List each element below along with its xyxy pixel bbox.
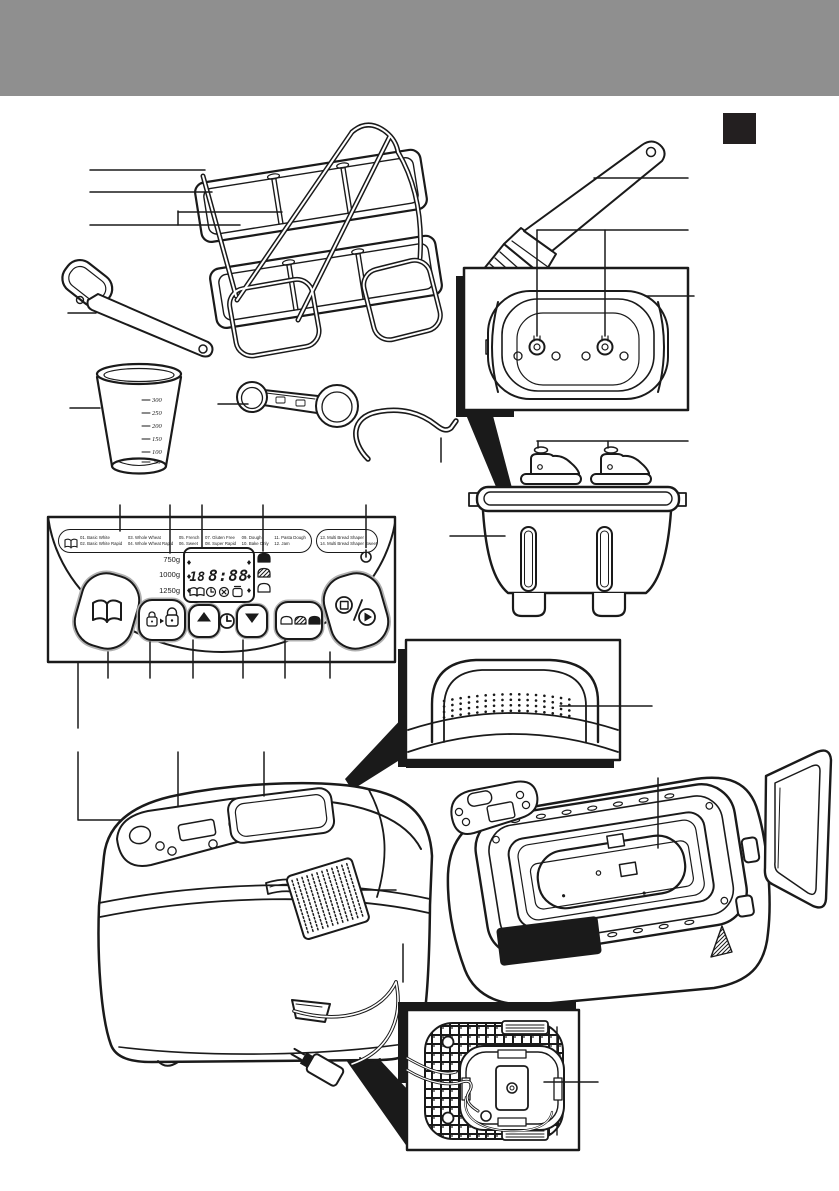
start-stop-button [321,570,391,652]
loaf-size-button [136,597,188,643]
kneading-shaft [528,335,546,356]
section-marker [723,113,756,144]
program-column: 09. Dough 10. Bake Only [241,535,269,546]
program-column: 01. Basic White 02. Basic White Rapid [80,535,123,546]
program-column: 07. Gluten Free 08. Super Rapid [205,535,237,546]
display-time-digits: 8:88 [208,566,249,585]
crust-color-indicator [257,552,271,593]
air-vent-grille [286,857,370,940]
program-list-pill-shaper: 13. Multi Bread Shaper 14. Multi Bread S… [316,529,378,553]
rack-stand-wire [200,122,443,359]
cup-scale-label: 300 [151,397,163,404]
timer-clock-icon [219,613,235,629]
crust-dark-icon [257,552,271,563]
weight-label: 1000g [159,570,180,580]
crust-medium-icon [257,567,271,578]
inset-lid-handle [345,638,653,790]
heating-chamber [474,783,748,957]
program-column: 11. Pasta Dough 12. Jam [274,535,306,546]
loaf-small-icon [146,611,158,627]
callout-wedge [464,410,512,494]
cup-scale [141,399,151,463]
hinge-lug [710,925,733,958]
loaf-weight-labels: 750g 1000g 1250g [138,552,180,598]
shaper-tray-lower [209,234,443,329]
display-book-icon [189,587,205,597]
open-lid [763,749,833,909]
display-keep-warm-icon [218,586,230,598]
power-cord [292,980,400,1066]
program-book-icon [92,599,122,623]
crust-color-button [273,599,325,642]
program-column: 05. French 06. Sweet [178,535,200,546]
cup-scale-label: 200 [152,423,163,430]
shaper-tray-upper [194,148,428,243]
breadmaker-open [446,749,833,1007]
cup-scale-label: 100 [152,449,163,456]
bread-pan [449,485,687,618]
machine-leader-lines [177,751,404,983]
blade-leader-lines [536,440,689,449]
callout-wedge [345,714,406,790]
start-icon [358,608,376,626]
display [183,547,255,603]
crust-light-icon [257,582,271,593]
page-header-band [0,0,839,96]
mini-control-panel-open [450,780,539,835]
drive-assembly [459,1045,565,1131]
control-panel [46,504,397,821]
bread-shaper-rack [89,122,443,359]
display-timer-icon [205,586,217,598]
timer-up-button [186,602,222,640]
timer-down-button [234,602,270,640]
display-program-digits: 18 [189,570,206,585]
cup-scale-label: 250 [152,410,163,417]
hook-tool [353,407,459,463]
program-list-pill: 01. Basic White 02. Basic White Rapid 03… [58,529,312,553]
program-column: 03. Whole Wheat 04. Whole Wheat Rapid [127,535,174,546]
rack-leader-lines [89,169,283,226]
lid-window [227,787,336,844]
kneading-blade [520,446,582,485]
timer-down-icon [245,613,259,623]
inset-pan-top-view [456,229,695,494]
program-list-book-icon [64,536,78,554]
measuring-cup: 300 250 200 150 100 50 [69,362,183,475]
weight-label: 750g [163,555,180,564]
power-plug [290,1047,345,1087]
stop-icon [335,596,353,614]
front-vent-grille [496,916,602,966]
kneading-blade [590,446,652,485]
display-digits: 18 8:88 [188,550,250,585]
heating-element [536,832,687,910]
display-finished-icon [232,585,243,598]
stored-cord [405,1056,554,1133]
measuring-spoon [217,381,359,428]
steam-vent-dots [442,692,574,719]
loaf-large-icon [165,607,179,627]
cup-scale-label: 150 [152,436,163,443]
weight-label: 1250g [159,585,180,595]
breadmaker-closed [97,751,434,1148]
timer-up-icon [197,612,211,622]
cup-scale-label: 50 [154,459,161,466]
inset-bottom-view [398,1002,599,1152]
shaft-leader-lines [536,229,695,337]
spatula-tool [61,258,214,358]
kneading-shaft [596,335,614,356]
program-column: 13. Multi Bread Shaper 14. Multi Bread S… [320,535,378,546]
